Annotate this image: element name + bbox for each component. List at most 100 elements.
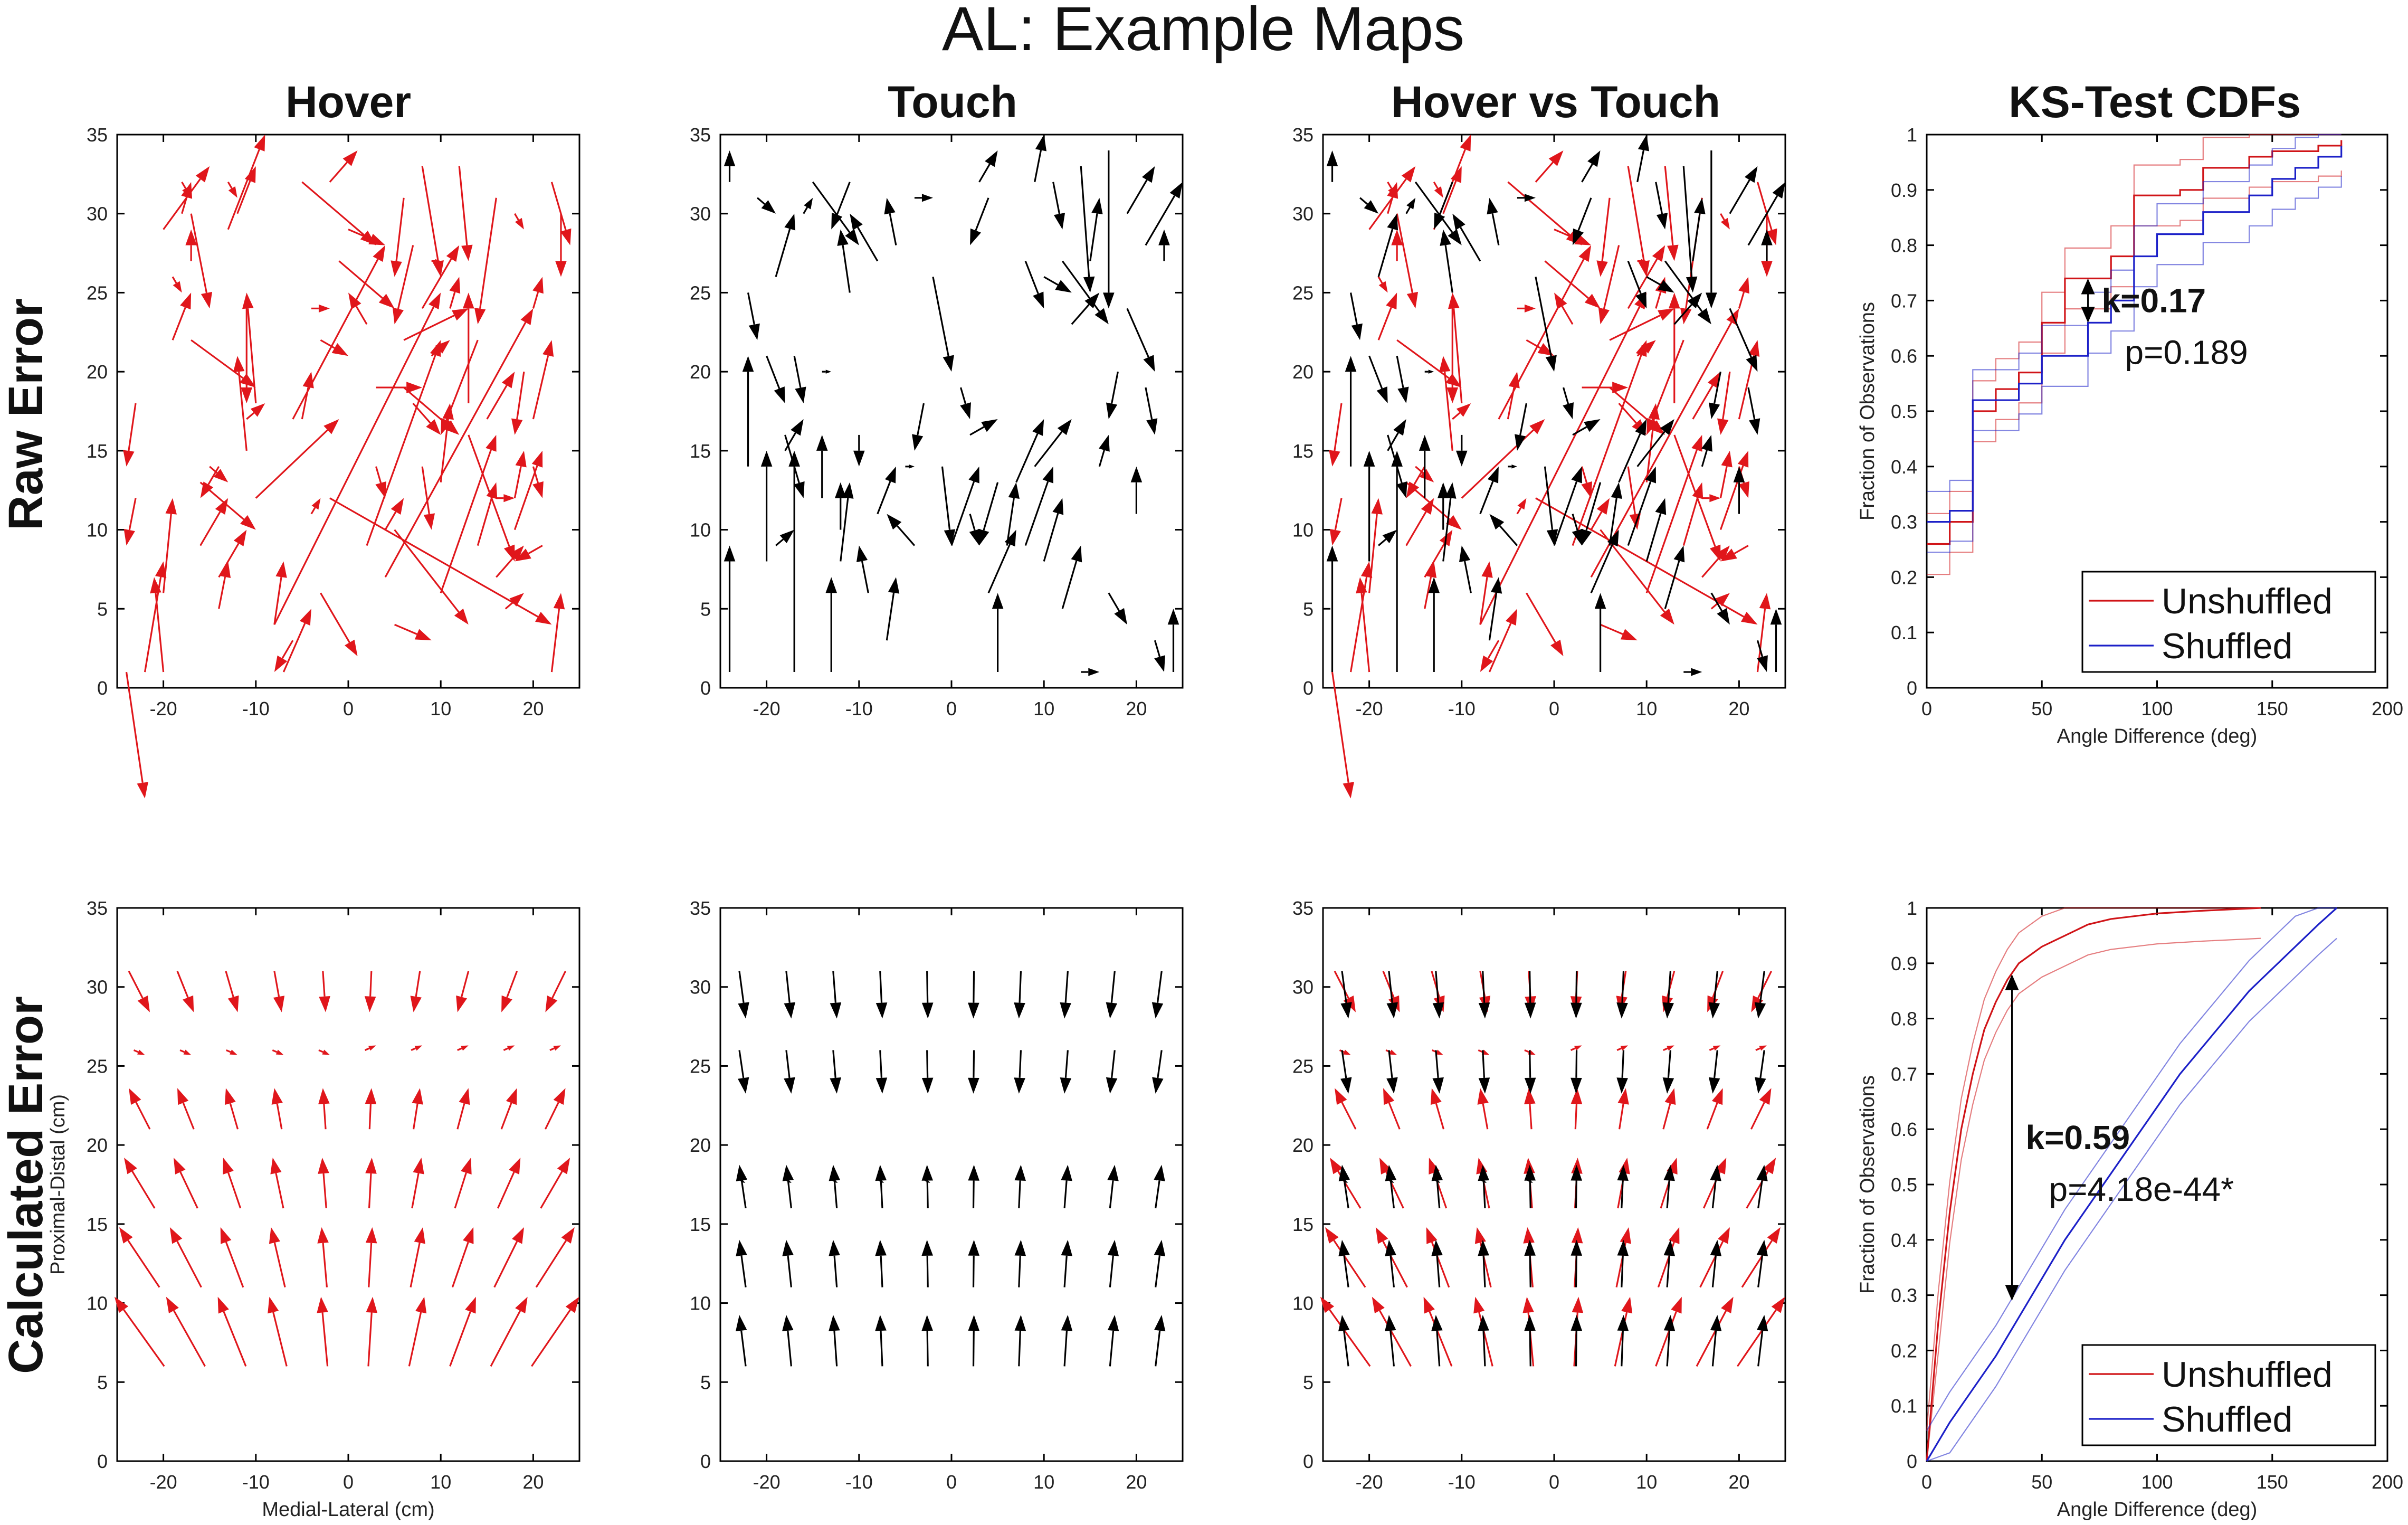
y-tick-label: 0.5 bbox=[1891, 401, 1917, 422]
y-axis-label: Fraction of Observations bbox=[1857, 302, 1879, 520]
y-tick-label: 0 bbox=[1907, 677, 1917, 699]
vector-arrow bbox=[1109, 1177, 1116, 1181]
y-tick-label: 30 bbox=[690, 203, 711, 225]
vector-arrow bbox=[1479, 466, 1499, 515]
vector-arrow bbox=[532, 466, 544, 498]
vector-arrow bbox=[1461, 419, 1545, 499]
vector-arrow bbox=[1524, 1239, 1536, 1287]
y-tick-label: 15 bbox=[1292, 440, 1314, 462]
x-tick-label: 0 bbox=[946, 1471, 957, 1493]
y-tick-label: 0.3 bbox=[1891, 512, 1917, 533]
vector-arrow bbox=[477, 482, 498, 546]
cdf-line bbox=[1927, 145, 2343, 523]
vector-arrow bbox=[497, 1158, 521, 1209]
vector-arrow bbox=[172, 276, 182, 293]
vector-arrow bbox=[970, 197, 989, 245]
y-tick-label: 15 bbox=[87, 440, 108, 462]
vector-arrow bbox=[1755, 1050, 1766, 1094]
vector-arrow bbox=[468, 434, 515, 562]
vector-arrow bbox=[1673, 434, 1721, 562]
arrows bbox=[735, 971, 1166, 1367]
vector-arrow bbox=[1645, 434, 1702, 593]
vector-arrow bbox=[1627, 245, 1665, 309]
vector-arrow bbox=[1616, 1045, 1629, 1051]
y-tick-label: 1 bbox=[1907, 124, 1917, 146]
vector-arrow bbox=[199, 498, 229, 546]
vector-arrow bbox=[1345, 356, 1357, 467]
vector-arrow bbox=[1515, 403, 1528, 451]
vector-arrow bbox=[1359, 197, 1379, 214]
vector-arrow bbox=[1507, 181, 1582, 245]
vector-arrow bbox=[513, 450, 527, 498]
vector-arrow bbox=[1609, 386, 1665, 435]
y-tick-label: 5 bbox=[97, 1371, 108, 1393]
vector-arrow bbox=[784, 1050, 795, 1094]
vector-arrow bbox=[246, 403, 265, 420]
vector-arrow bbox=[540, 1158, 570, 1209]
vector-arrow bbox=[217, 1296, 247, 1367]
y-tick-label: 10 bbox=[690, 519, 711, 541]
vector-arrow bbox=[384, 498, 404, 531]
vector-arrow bbox=[531, 1296, 579, 1367]
vector-arrow bbox=[364, 1045, 376, 1051]
vector-arrow bbox=[1616, 971, 1628, 1019]
vector-arrow bbox=[1571, 1088, 1583, 1130]
vector-arrow bbox=[1081, 668, 1100, 676]
vector-arrow bbox=[1572, 514, 1583, 546]
vector-arrow bbox=[742, 356, 754, 467]
vector-arrow bbox=[172, 292, 192, 340]
vector-arrow bbox=[1617, 1088, 1629, 1130]
vector-arrow bbox=[318, 1049, 330, 1055]
y-tick-label: 20 bbox=[690, 1134, 711, 1156]
vector-arrow bbox=[1756, 1164, 1768, 1209]
y-tick-label: 35 bbox=[690, 124, 711, 146]
x-tick-label: 100 bbox=[2141, 698, 2173, 719]
vector-arrow bbox=[227, 182, 237, 198]
vector-arrow bbox=[1456, 434, 1468, 467]
vector-arrow bbox=[166, 1296, 206, 1367]
vector-arrow bbox=[1709, 1045, 1721, 1051]
vector-arrow bbox=[1477, 1088, 1489, 1130]
vector-arrow bbox=[505, 593, 524, 610]
vector-arrow bbox=[1434, 182, 1453, 230]
vector-arrow bbox=[1692, 197, 1706, 261]
vector-arrow bbox=[1432, 1050, 1444, 1094]
x-tick-label: 20 bbox=[1728, 698, 1749, 719]
vector-arrow bbox=[969, 419, 998, 436]
vector-arrow bbox=[1524, 1315, 1536, 1367]
y-tick-label: 0.1 bbox=[1891, 622, 1917, 643]
vector-arrow bbox=[394, 529, 469, 625]
vector-arrow bbox=[1761, 229, 1773, 261]
y-tick-label: 0 bbox=[97, 677, 108, 699]
vector-arrow bbox=[1446, 308, 1459, 404]
vector-arrow bbox=[1107, 1239, 1119, 1287]
vector-arrow bbox=[1618, 419, 1647, 483]
vector-arrow bbox=[535, 1227, 575, 1288]
vector-arrow bbox=[273, 561, 287, 625]
vector-arrow bbox=[914, 194, 933, 202]
y-tick-label: 0 bbox=[97, 1451, 108, 1472]
vector-arrow bbox=[1478, 1049, 1490, 1055]
vector-arrow bbox=[1683, 668, 1702, 676]
legend-label: Unshuffled bbox=[2162, 581, 2333, 621]
vector-arrow bbox=[1340, 1050, 1352, 1094]
vector-arrow bbox=[1419, 434, 1431, 498]
vector-arrow bbox=[224, 1088, 239, 1130]
y-tick-label: 5 bbox=[1303, 598, 1314, 620]
vector-arrow bbox=[1663, 1045, 1674, 1051]
vector-arrow bbox=[1386, 971, 1398, 1019]
vector-arrow bbox=[1014, 1050, 1025, 1094]
vector-arrow bbox=[1329, 498, 1343, 546]
vector-arrow bbox=[1063, 1177, 1069, 1181]
vector-arrow bbox=[123, 403, 137, 467]
vector-arrow bbox=[191, 339, 256, 388]
vector-arrow bbox=[1535, 497, 1758, 625]
vector-arrow bbox=[788, 450, 800, 672]
vector-arrow bbox=[724, 545, 736, 672]
vector-arrow bbox=[1424, 370, 1434, 374]
vector-arrow bbox=[1627, 466, 1656, 546]
vector-arrow bbox=[968, 1050, 979, 1094]
vector-arrow bbox=[1043, 498, 1064, 562]
